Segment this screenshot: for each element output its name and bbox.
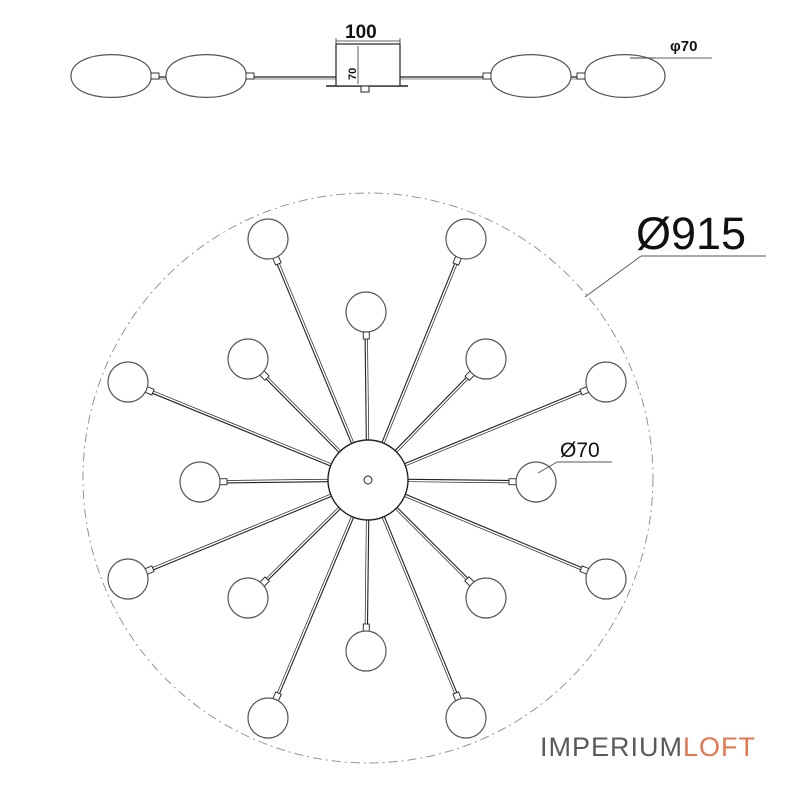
- arm-rod: [278, 261, 358, 452]
- globe-shade: [247, 697, 289, 739]
- arm: [227, 338, 348, 460]
- arm-rod: [151, 492, 341, 572]
- arm-rod: [395, 389, 583, 468]
- arm: [387, 338, 507, 460]
- leader-diagonal: [584, 255, 642, 298]
- brand-part1: IMPERIUM: [540, 732, 683, 762]
- overall-diameter-leader: [584, 255, 766, 298]
- arm-rod: [395, 492, 583, 571]
- side-shade: [576, 54, 666, 98]
- arm-rod: [395, 489, 584, 569]
- globe-shade: [585, 361, 627, 403]
- arm-rod: [364, 509, 367, 626]
- globe-shade: [179, 461, 221, 503]
- arm-rod: [397, 481, 511, 484]
- side-dimensions: [335, 38, 712, 84]
- brand-part2: LOFT: [683, 732, 757, 762]
- globe-shade: [227, 577, 269, 619]
- arm-rod: [389, 377, 470, 460]
- side-height-label: 70: [347, 68, 359, 80]
- arm: [345, 509, 387, 672]
- arm-rod: [225, 481, 339, 484]
- center-screw: [363, 475, 373, 485]
- side-shade-globe: [490, 54, 572, 98]
- side-width-label: 100: [345, 22, 377, 43]
- arm: [395, 361, 627, 471]
- globe-shade: [445, 218, 487, 260]
- shade-diameter-label: Ø70: [560, 439, 600, 462]
- arm-rod: [367, 336, 370, 450]
- arm: [345, 291, 387, 451]
- globe-shade: [107, 558, 149, 600]
- arm-rod: [266, 375, 348, 459]
- globe-shade: [227, 338, 269, 380]
- globe-shade: [345, 291, 387, 333]
- arm-rod: [264, 499, 347, 580]
- globe-shade: [465, 338, 507, 380]
- globe-shade: [585, 558, 627, 600]
- globe-shade: [107, 361, 149, 403]
- arm-rod: [364, 337, 367, 451]
- arm-rod: [224, 478, 338, 481]
- side-shade: [165, 54, 255, 98]
- arms-group: [107, 218, 627, 739]
- leader-diagonal: [537, 461, 558, 474]
- side-canopy: [335, 43, 401, 87]
- arm-rod: [380, 507, 459, 695]
- arm: [107, 361, 341, 471]
- shade-diameter-leader: [537, 461, 612, 474]
- side-view: [70, 43, 666, 98]
- globe-shade: [445, 697, 487, 739]
- globe-shade: [247, 218, 289, 260]
- arm-rod: [150, 490, 340, 569]
- arm-rod: [388, 501, 468, 582]
- side-shade: [482, 54, 572, 98]
- globe-shade: [465, 577, 507, 619]
- arm: [395, 489, 627, 600]
- arm-rod: [276, 507, 356, 695]
- arm-rod: [396, 392, 584, 471]
- arm: [179, 461, 339, 503]
- arm: [388, 499, 507, 619]
- arm-rod: [151, 390, 341, 468]
- side-shade-globe: [584, 54, 666, 98]
- arm-rod: [264, 377, 347, 460]
- side-shade-socket: [150, 72, 160, 80]
- arm-rod: [380, 262, 459, 453]
- arm-rod: [150, 392, 340, 471]
- side-canopy-knob: [360, 85, 370, 93]
- arm: [377, 507, 487, 739]
- arm-rod: [366, 510, 370, 627]
- arm-rod: [398, 478, 512, 482]
- side-shade-globe: [165, 54, 247, 98]
- arm: [227, 499, 348, 619]
- globe-shade: [515, 461, 557, 503]
- arm-rod: [377, 261, 456, 452]
- side-shade-socket: [576, 72, 586, 80]
- side-shade-socket: [245, 72, 255, 80]
- arm: [397, 461, 557, 503]
- arm: [377, 218, 487, 453]
- overall-outline-circle: [82, 192, 654, 764]
- arm-rod: [387, 375, 469, 459]
- side-shade-globe: [70, 54, 152, 98]
- arm-rod: [278, 507, 358, 696]
- arm: [107, 490, 341, 600]
- arm: [247, 218, 358, 453]
- side-shades: [70, 54, 666, 98]
- arm: [247, 507, 358, 739]
- side-shade: [70, 54, 160, 98]
- side-shade-diameter-label: φ70: [670, 38, 697, 55]
- globe-shade: [345, 630, 387, 672]
- arm-rod: [377, 508, 456, 696]
- overall-diameter-label: Ø915: [636, 208, 746, 259]
- arm-rod: [266, 501, 348, 582]
- arm-rod: [275, 262, 356, 453]
- arm-rod: [389, 499, 470, 580]
- brand-logo: IMPERIUMLOFT: [540, 734, 756, 761]
- side-shade-socket: [482, 72, 492, 80]
